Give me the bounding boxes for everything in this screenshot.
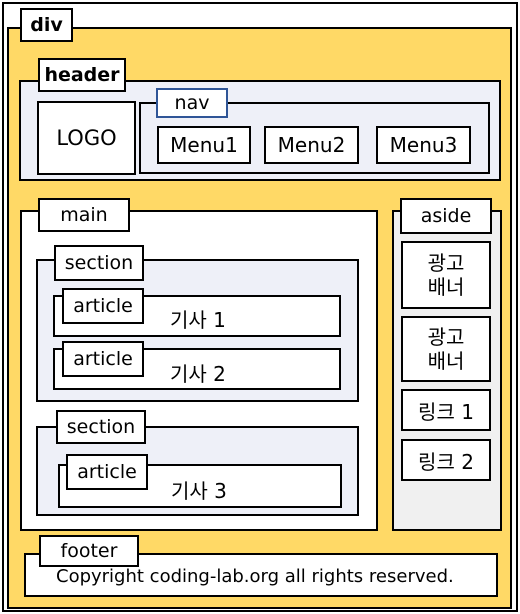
article-text-3: 기사 3 — [171, 479, 227, 503]
nav-label: nav — [156, 88, 228, 118]
aside-ad-banner-2[interactable]: 광고 배너 — [401, 316, 491, 382]
footer-copyright-text: Copyright coding-lab.org all rights rese… — [56, 566, 454, 587]
aside-ad-banner-1[interactable]: 광고 배너 — [401, 241, 491, 309]
footer-label: footer — [39, 535, 139, 567]
article-text-2: 기사 2 — [170, 362, 226, 386]
main-label: main — [38, 198, 130, 232]
article-tag-2: article — [62, 341, 144, 377]
nav-menu-item-2[interactable]: Menu2 — [264, 126, 359, 164]
aside-label: aside — [400, 198, 492, 234]
header-label: header — [38, 58, 126, 92]
nav-menu-item-1[interactable]: Menu1 — [157, 126, 251, 164]
section-label-2: section — [56, 410, 146, 444]
nav-menu-item-3[interactable]: Menu3 — [376, 126, 471, 164]
aside-link-2[interactable]: 링크 2 — [401, 439, 491, 481]
article-tag-1: article — [62, 288, 144, 324]
div-label: div — [20, 8, 73, 42]
article-text-1: 기사 1 — [170, 308, 226, 332]
article-tag-3: article — [66, 454, 148, 490]
section-label-1: section — [54, 245, 144, 281]
logo[interactable]: LOGO — [37, 101, 136, 175]
aside-link-1[interactable]: 링크 1 — [401, 389, 491, 431]
